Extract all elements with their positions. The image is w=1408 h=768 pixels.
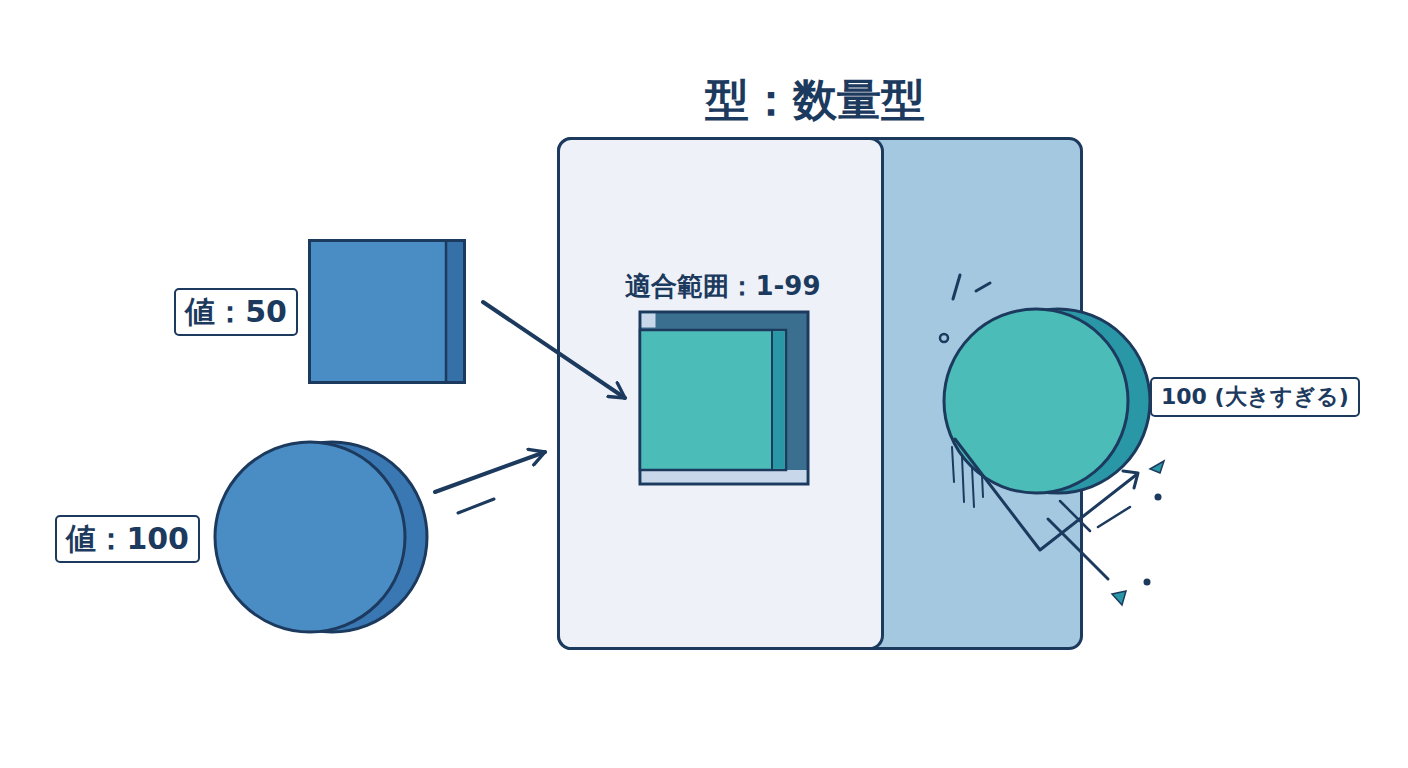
value-label: 値：100	[55, 515, 200, 563]
square-shape	[308, 239, 466, 384]
value-shape: 値：100	[212, 440, 430, 637]
flow-arrow	[483, 302, 625, 398]
range-label: 適合範囲：1-99	[625, 269, 820, 304]
diagram-title: 型：数量型	[705, 71, 925, 130]
disk-shape	[212, 440, 430, 637]
fit-panel	[559, 139, 883, 649]
slot	[640, 312, 808, 484]
flow-arrow	[435, 452, 545, 492]
speed-lines	[458, 499, 494, 513]
value-label: 100 (大きすぎる)	[1150, 377, 1360, 417]
value-shape: 100 (大きすぎる)	[940, 307, 1138, 497]
bounce-lines	[940, 275, 1138, 579]
bounce-shape	[940, 307, 1138, 497]
value-label: 値：50	[174, 288, 298, 336]
value-shape: 値：50	[308, 239, 466, 384]
